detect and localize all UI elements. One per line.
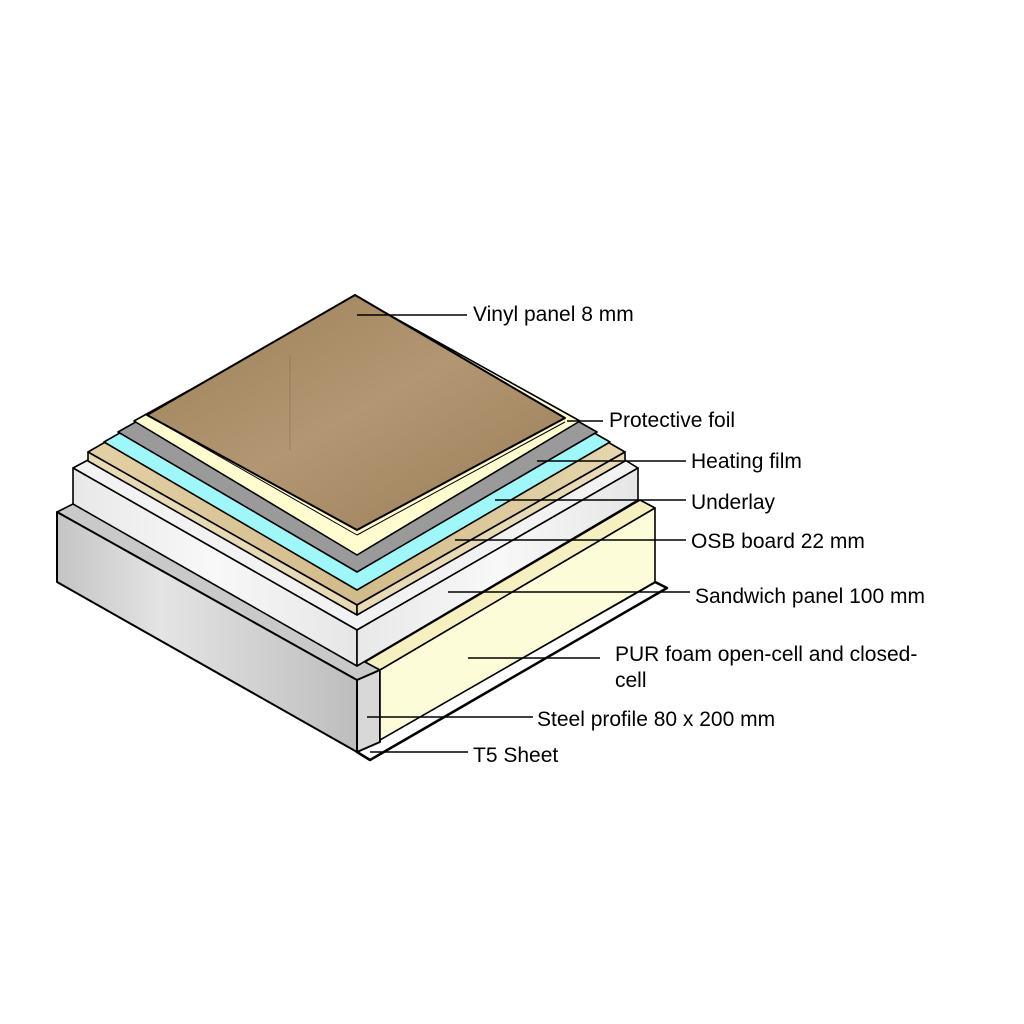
label-pur-foam-line2: cell	[615, 669, 647, 692]
label-pur-foam-line1: PUR foam open-cell and closed-	[615, 643, 918, 666]
leader-lines	[357, 314, 690, 753]
steel-profile-end	[356, 669, 381, 753]
label-underlay: Underlay	[691, 491, 776, 514]
label-osb-board: OSB board 22 mm	[691, 530, 865, 553]
label-protective-foil: Protective foil	[609, 409, 736, 432]
label-vinyl-panel: Vinyl panel 8 mm	[473, 303, 634, 326]
vinyl-panel	[146, 294, 566, 531]
label-t5-sheet: T5 Sheet	[473, 744, 559, 767]
label-heating-film: Heating film	[691, 450, 802, 473]
label-sandwich-panel: Sandwich panel 100 mm	[695, 585, 925, 608]
label-steel-profile: Steel profile 80 x 200 mm	[537, 708, 776, 731]
